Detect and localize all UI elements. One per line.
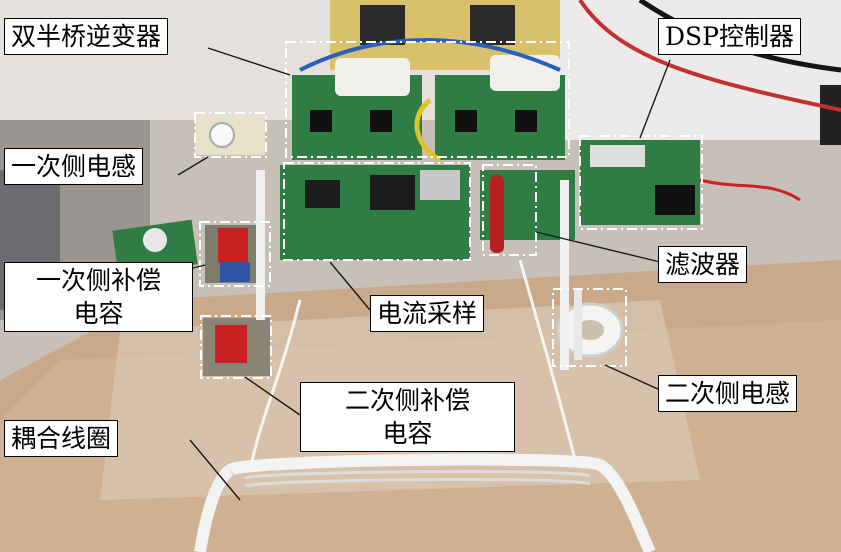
- secondary-inductor-highlight: [552, 288, 627, 367]
- inverter-highlight: [285, 41, 570, 158]
- secondary-capacitor-label: 二次侧补偿 电容: [300, 382, 515, 452]
- primary-inductor-label: 一次侧电感: [4, 148, 144, 185]
- current-sampling-label: 电流采样: [370, 295, 485, 332]
- secondary-capacitor-line1: 二次侧补偿: [344, 386, 470, 415]
- secondary-inductor-label: 二次侧电感: [658, 375, 798, 412]
- secondary-capacitor-line2: 电容: [382, 419, 433, 448]
- filter-highlight: [482, 164, 537, 256]
- primary-capacitor-line2: 电容: [73, 299, 124, 328]
- primary-capacitor-line1: 一次侧补偿: [35, 266, 161, 295]
- primary-capacitor-label: 一次侧补偿 电容: [4, 262, 193, 332]
- dsp-controller-label: DSP控制器: [658, 18, 801, 55]
- coupling-coil-label: 耦合线圈: [4, 420, 119, 457]
- secondary-cap-highlight: [200, 315, 272, 379]
- filter-label: 滤波器: [658, 246, 748, 283]
- inverter-label: 双半桥逆变器: [4, 18, 169, 55]
- primary-cap-highlight: [199, 221, 271, 287]
- primary-inductor-highlight: [194, 112, 267, 158]
- current-sampling-highlight: [283, 162, 471, 261]
